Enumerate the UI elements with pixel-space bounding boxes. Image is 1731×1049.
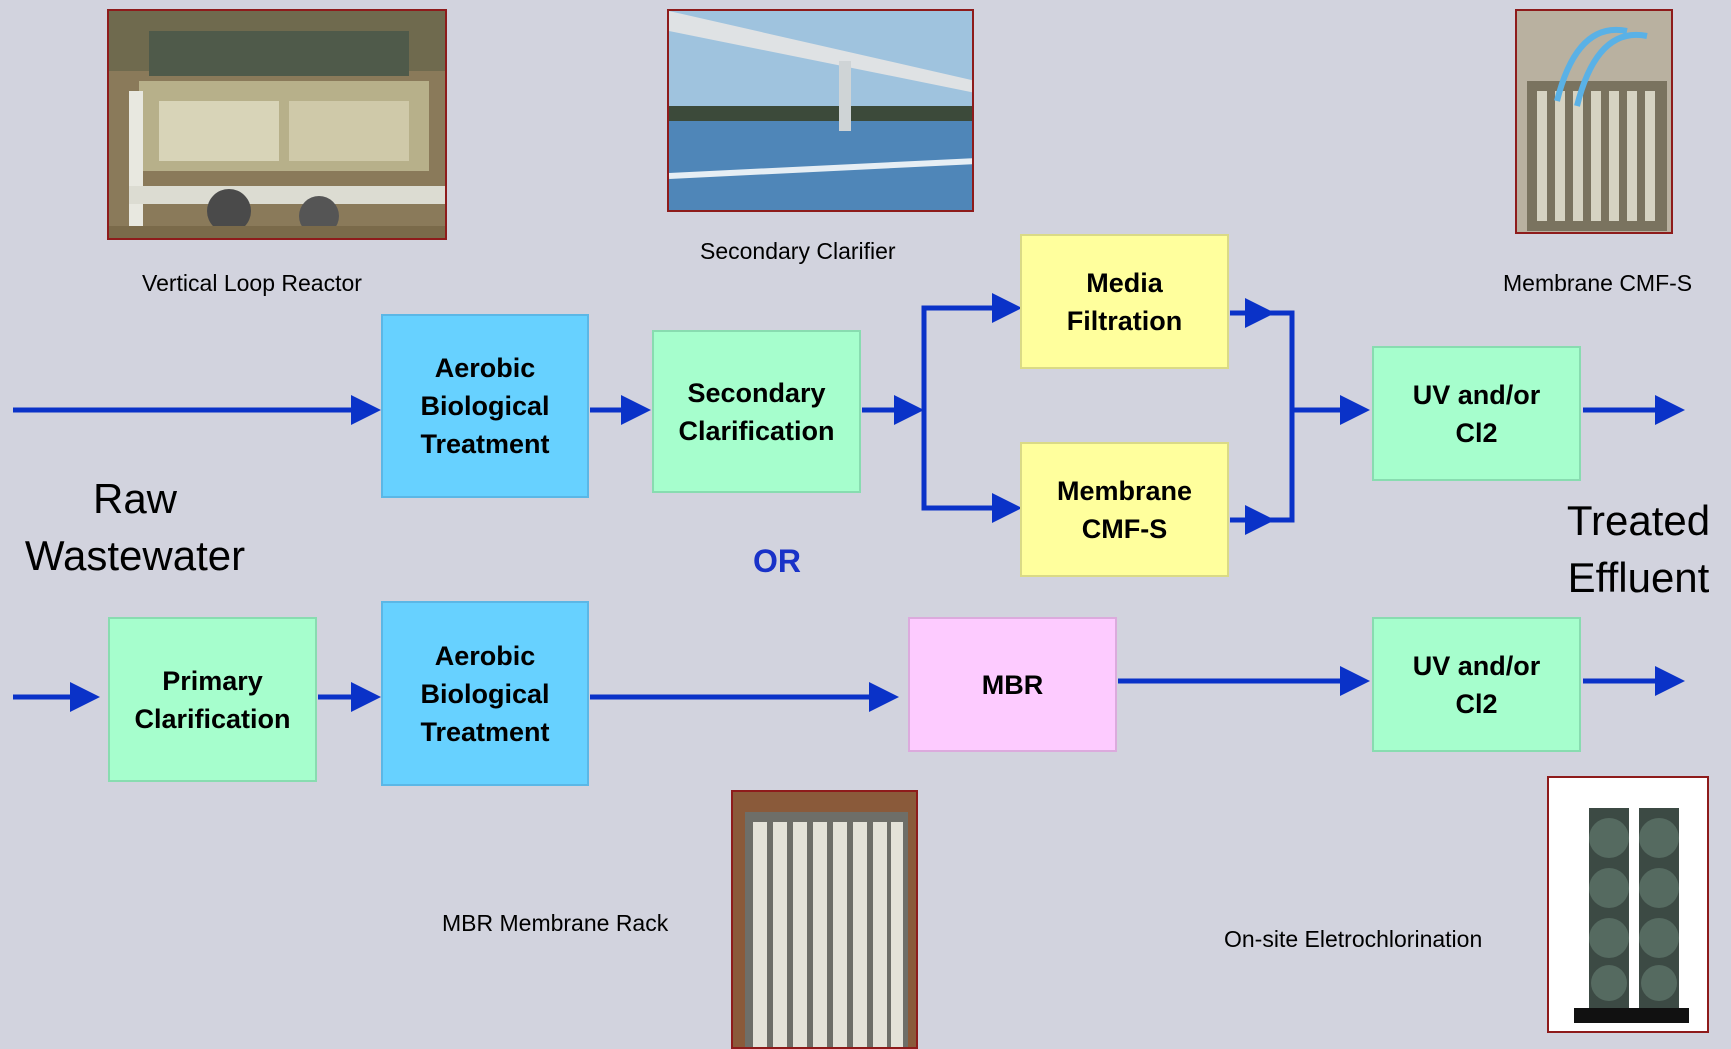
caption-mbr-membrane-rack: MBR Membrane Rack (442, 910, 669, 936)
secondary-clarification-box: Secondary Clarification (652, 330, 861, 493)
secondary-clarifier-photo (667, 9, 974, 212)
merge-line (1230, 310, 1295, 523)
vertical-loop-reactor-photo (107, 9, 447, 240)
split-line (921, 305, 1015, 410)
caption-membrane-cmf-s: Membrane CMF-S (1503, 270, 1693, 296)
treated-effluent-label: Treated Effluent (1566, 497, 1711, 601)
electrochlorination-unit-photo (1547, 776, 1709, 1033)
membrane-cmf-s-photo (1515, 9, 1673, 234)
raw-wastewater-label: Raw Wastewater (24, 475, 246, 579)
primary-clarification-box: Primary Clarification (108, 617, 317, 782)
uv-cl2-box-bottom: UV and/or Cl2 (1372, 617, 1581, 752)
membrane-cmf-s-box: Membrane CMF-S (1020, 442, 1229, 577)
or-label: OR (753, 543, 801, 579)
media-filtration-box: Media Filtration (1020, 234, 1229, 369)
mbr-membrane-rack-photo (731, 790, 918, 1049)
mbr-box: MBR (908, 617, 1117, 752)
aerobic-biological-treatment-box-bottom: Aerobic Biological Treatment (381, 601, 589, 786)
caption-onsite-electrochlorination: On-site Eletrochlorination (1224, 926, 1483, 952)
uv-cl2-box-top: UV and/or Cl2 (1372, 346, 1581, 481)
caption-vertical-loop-reactor: Vertical Loop Reactor (142, 270, 362, 296)
aerobic-biological-treatment-box-top: Aerobic Biological Treatment (381, 314, 589, 498)
caption-secondary-clarifier: Secondary Clarifier (700, 238, 896, 264)
